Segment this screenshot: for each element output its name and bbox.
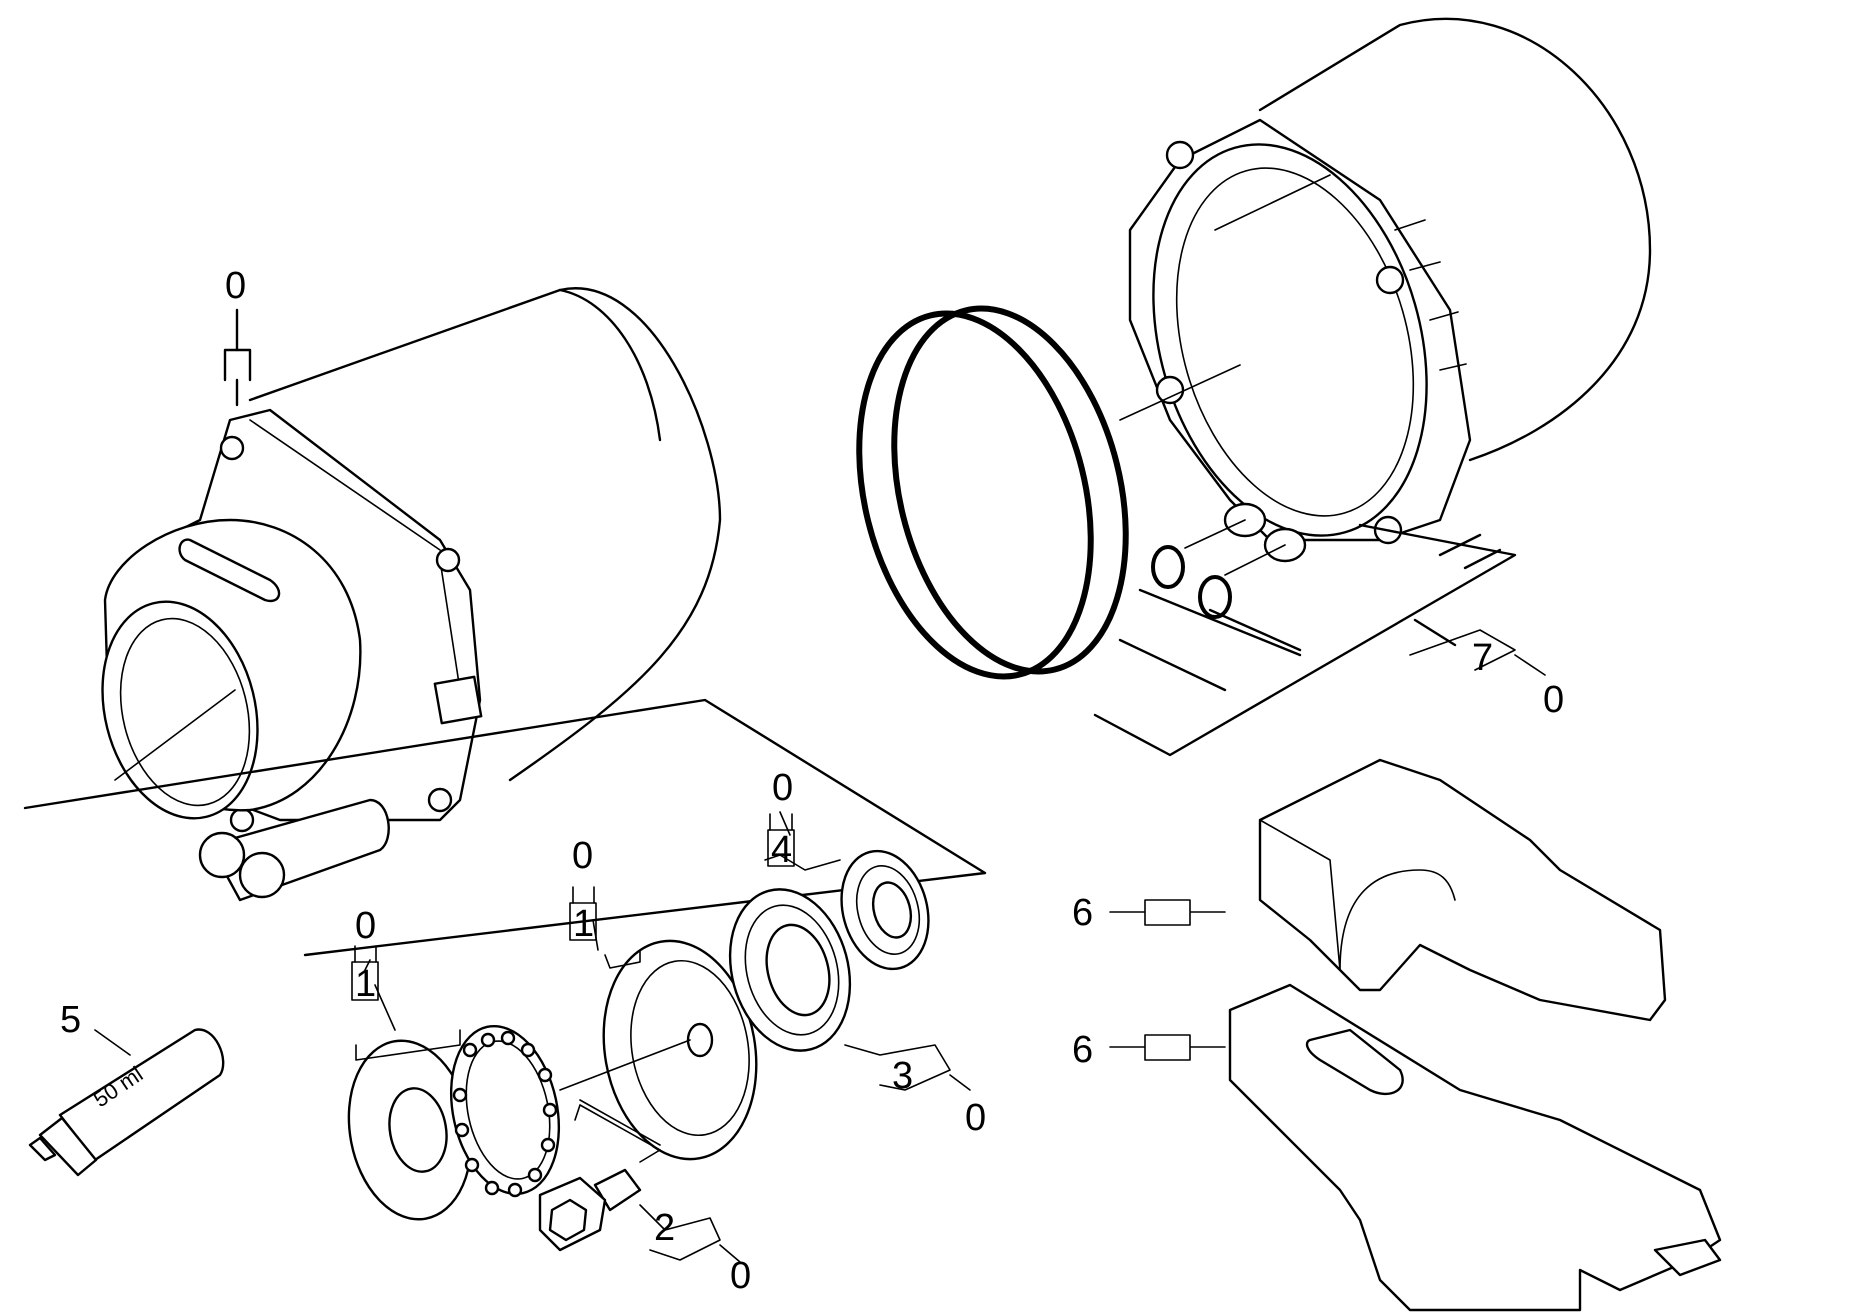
shaft-seal	[840, 849, 930, 971]
clamp-shell-upper	[1258, 758, 1667, 1022]
large-o-ring	[856, 305, 1129, 680]
clamp-shell-lower	[1228, 983, 1722, 1312]
grease-tube: 50 ml	[28, 1028, 225, 1177]
motor-housing-right	[1119, 17, 1652, 576]
group-outline-motor	[23, 698, 987, 957]
small-o-ring-lower	[1198, 575, 1232, 619]
needle-bearing-cage	[449, 1024, 561, 1198]
cup-qty-label: 0	[572, 835, 593, 877]
ball-bearing	[728, 888, 852, 1052]
bearing-group-qty-label: 0	[355, 905, 376, 947]
seal-part-label: 4	[771, 829, 792, 871]
housing-qty-label: 0	[1543, 679, 1564, 721]
bearing-part-label: 3	[892, 1055, 913, 1097]
group-outline-housing	[1093, 523, 1517, 757]
flange-screw	[538, 1168, 642, 1252]
small-o-ring-upper	[1151, 545, 1185, 589]
clamp-upper-part-label: 6	[1072, 892, 1093, 934]
motor-top-qty-label: 0	[225, 265, 246, 307]
grease-part-label: 5	[60, 999, 81, 1041]
bearing-cup	[559, 939, 758, 1161]
bearing-group-part-label: 1	[355, 963, 376, 1005]
bearing-qty-label: 0	[965, 1097, 986, 1139]
motor-assembly-left	[101, 287, 722, 902]
cup-part-label: 1	[573, 903, 594, 945]
clamp-lower-part-label: 6	[1072, 1029, 1093, 1071]
leader-lines	[94, 629, 1546, 1263]
thrust-washer	[347, 1039, 473, 1221]
seal-qty-label: 0	[772, 767, 793, 809]
housing-part-label: 7	[1472, 637, 1493, 679]
screw-qty-label: 0	[730, 1255, 751, 1297]
screw-part-label: 2	[654, 1207, 675, 1249]
